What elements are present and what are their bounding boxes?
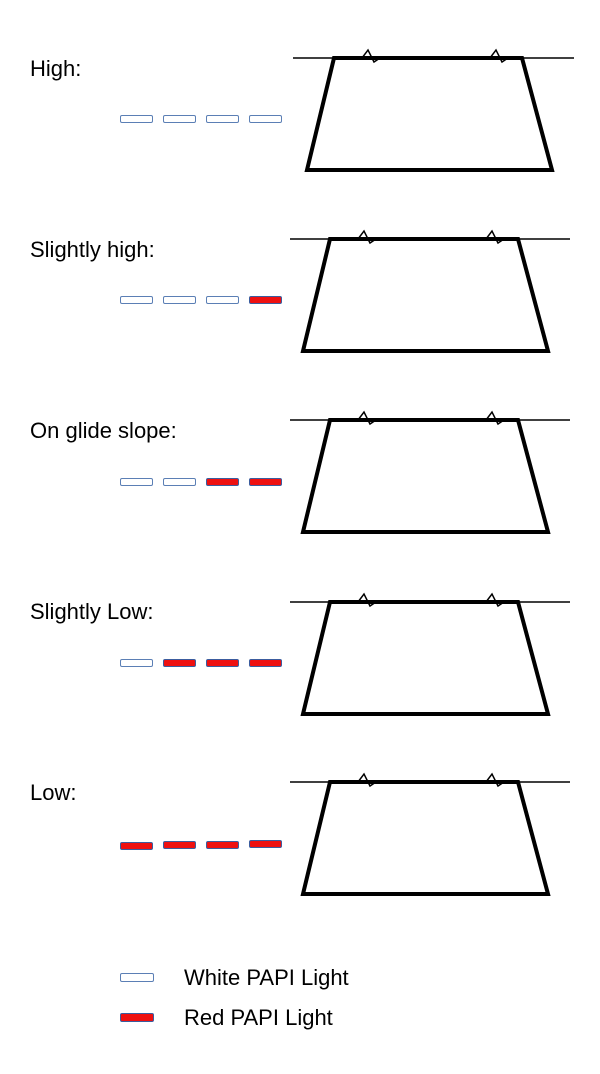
papi-light-4 — [249, 478, 282, 486]
panel-high: High: — [0, 46, 600, 226]
panel-label: Slightly Low: — [30, 599, 154, 624]
red-light-swatch — [120, 1013, 154, 1022]
runway-trapezoid — [300, 418, 551, 534]
papi-light-1 — [120, 842, 153, 850]
papi-light-2 — [163, 296, 196, 304]
white-light-swatch — [120, 973, 154, 982]
papi-light-4 — [249, 115, 282, 123]
panel-label: Slightly high: — [30, 237, 155, 262]
papi-light-3 — [206, 841, 239, 849]
runway-diagram — [290, 410, 570, 534]
papi-light-4 — [249, 659, 282, 667]
legend-item-red: Red PAPI Light — [0, 1002, 600, 1032]
papi-light-3 — [206, 115, 239, 123]
papi-light-1 — [120, 478, 153, 486]
panel-on-glide-slope: On glide slope: — [0, 408, 600, 588]
legend-label-red: Red PAPI Light — [184, 1005, 333, 1030]
papi-light-2 — [163, 659, 196, 667]
runway-diagram — [290, 772, 570, 896]
panel-slightly-low: Slightly Low: — [0, 589, 600, 769]
papi-light-3 — [206, 296, 239, 304]
runway-diagram — [293, 48, 574, 172]
papi-light-3 — [206, 478, 239, 486]
runway-trapezoid — [304, 56, 555, 172]
runway-trapezoid — [300, 237, 551, 353]
papi-light-4 — [249, 296, 282, 304]
papi-light-2 — [163, 478, 196, 486]
runway-trapezoid — [300, 600, 551, 716]
runway-diagram — [290, 229, 570, 353]
panel-label: On glide slope: — [30, 418, 177, 443]
panel-label: High: — [30, 56, 82, 81]
panel-slightly-high: Slightly high: — [0, 227, 600, 407]
runway-trapezoid — [300, 780, 551, 896]
runway-diagram — [290, 592, 570, 716]
papi-light-3 — [206, 659, 239, 667]
papi-light-2 — [163, 115, 196, 123]
legend: White PAPI Light Red PAPI Light — [0, 962, 600, 1042]
legend-item-white: White PAPI Light — [0, 962, 600, 992]
panel-low: Low: — [0, 770, 600, 950]
papi-light-1 — [120, 115, 153, 123]
papi-light-1 — [120, 296, 153, 304]
panel-label: Low: — [30, 780, 77, 805]
papi-light-1 — [120, 659, 153, 667]
papi-light-2 — [163, 841, 196, 849]
papi-light-4 — [249, 840, 282, 848]
legend-label-white: White PAPI Light — [184, 965, 349, 990]
